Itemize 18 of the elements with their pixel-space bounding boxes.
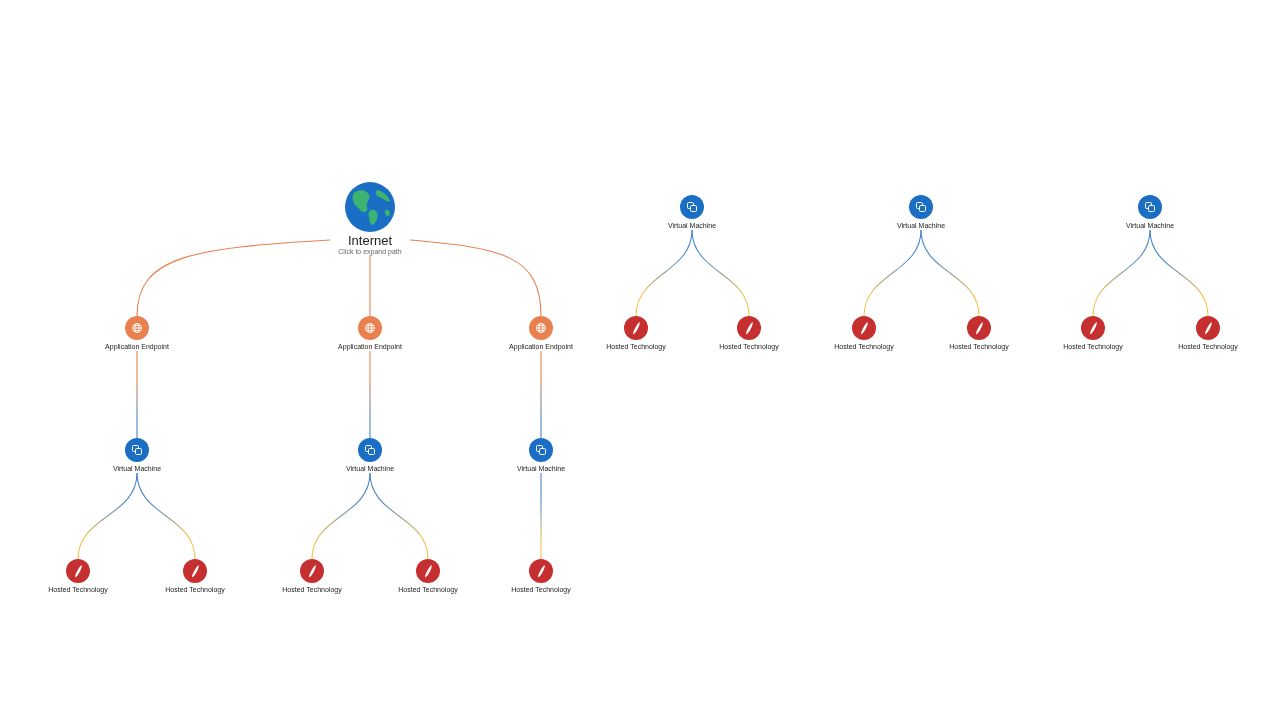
connector-line: [1092, 229, 1151, 317]
connector-line: [635, 229, 693, 317]
connector-line: [136, 350, 138, 439]
node-title: Internet: [347, 233, 393, 248]
connector-line: [540, 350, 542, 439]
connector-line: [311, 472, 371, 560]
connector-line: [77, 472, 138, 560]
connector-line: [369, 472, 429, 560]
connector-line: [409, 239, 542, 317]
connector-line: [136, 239, 331, 317]
connector-line: [1149, 229, 1209, 317]
connector-line: [920, 229, 980, 317]
connector-line: [540, 472, 542, 560]
connector-line: [369, 254, 371, 317]
connector-line: [863, 229, 922, 317]
connector-line: [136, 472, 196, 560]
connector-line: [369, 350, 371, 439]
connector-line: [691, 229, 750, 317]
